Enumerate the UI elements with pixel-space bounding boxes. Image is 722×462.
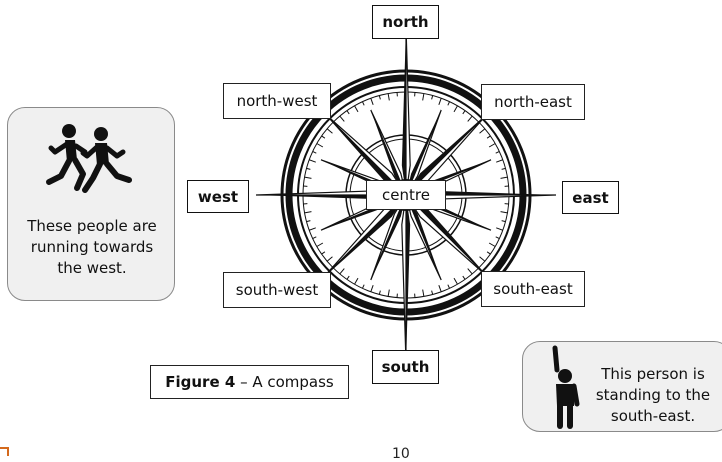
- figure-caption-number: Figure 4: [165, 373, 235, 391]
- label-west: west: [187, 180, 249, 213]
- label-south-east: south-east: [481, 271, 585, 307]
- label-south-west: south-west: [223, 272, 331, 308]
- label-north-west: north-west: [223, 83, 331, 119]
- label-north-east: north-east: [481, 84, 585, 120]
- figure-caption-title: – A compass: [235, 373, 333, 391]
- page-number: 10: [392, 446, 410, 462]
- running-people-text: These people are running towards the wes…: [18, 216, 166, 279]
- standing-person-card: This person is standing to the south-eas…: [522, 341, 722, 432]
- standing-person-text: This person is standing to the south-eas…: [589, 364, 717, 427]
- running-people-card: These people are running towards the wes…: [7, 107, 175, 301]
- label-east: east: [562, 181, 619, 214]
- figure-caption: Figure 4 – A compass: [150, 365, 349, 399]
- label-centre: centre: [366, 180, 446, 210]
- running-people-icon: [43, 122, 133, 194]
- standing-person-icon: [547, 344, 581, 430]
- label-north: north: [372, 5, 439, 39]
- label-south: south: [372, 350, 439, 384]
